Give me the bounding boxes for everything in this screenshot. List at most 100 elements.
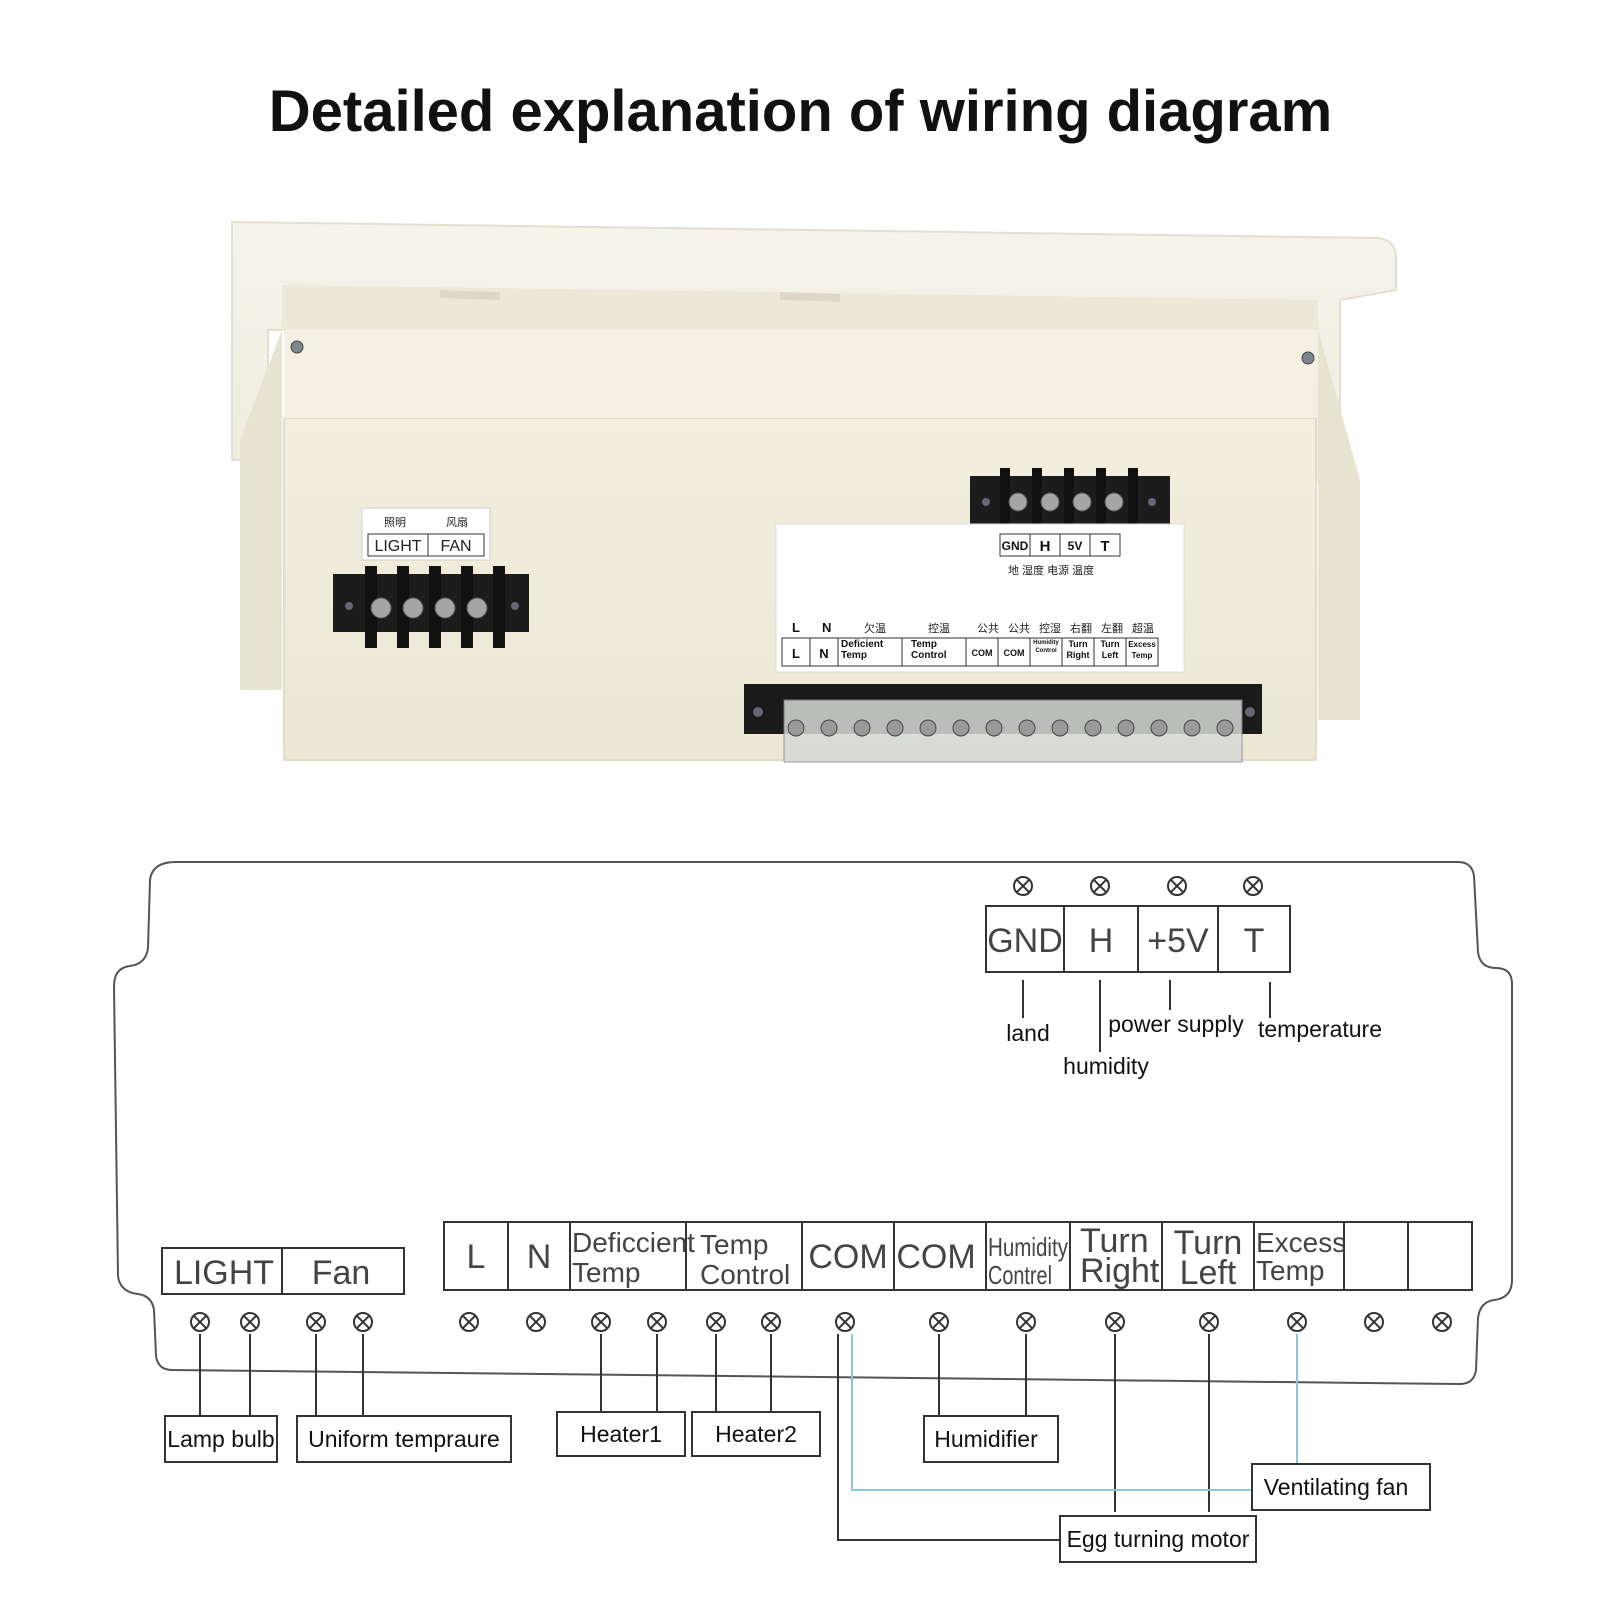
device-uniform-temperature: Uniform tempraure [308, 1426, 500, 1452]
sensor-terminal-3 [1243, 876, 1263, 896]
main-label-humidity-1: Humidity [988, 1232, 1068, 1262]
photo-cn-0: 欠温 [864, 621, 886, 635]
terminal-2 [306, 1312, 326, 1332]
device-heater2: Heater2 [715, 1421, 797, 1447]
photo-screw-2 [853, 719, 871, 737]
housing-top [282, 285, 1318, 330]
terminal-1 [240, 1312, 260, 1332]
terminal-3 [353, 1312, 373, 1332]
bottom-terminal-markers [190, 1312, 1452, 1332]
sensor-terminal-markers [1013, 876, 1263, 896]
terminal-16 [1364, 1312, 1384, 1332]
photo-screw-0 [787, 719, 805, 737]
terminal-0 [190, 1312, 210, 1332]
photo-screw-4 [919, 719, 937, 737]
terminal-11 [929, 1312, 949, 1332]
photo-sensor-terminal-block [970, 468, 1170, 538]
terminal-15 [1287, 1312, 1307, 1332]
sensor-terminal-2 [1167, 876, 1187, 896]
photo-letter-n: N [822, 620, 831, 635]
sensor-terminal-table [985, 905, 1291, 973]
main-label-tempcontrol-2: Control [700, 1259, 790, 1290]
sensor-t-label: T [1244, 922, 1265, 960]
main-label-turnright-1: Turn [1080, 1222, 1149, 1260]
photo-screw-6 [985, 719, 1003, 737]
photo-cell-com2: COM [1004, 648, 1025, 658]
photo-screw-9 [1084, 719, 1102, 737]
photo-screw-13 [1216, 719, 1234, 737]
plate-screw-left [290, 340, 304, 354]
photo-cell-temp-control: Temp Control [911, 639, 947, 661]
photo-cn-3: 公共 [1008, 622, 1030, 635]
sensor-terminal-0 [1013, 876, 1033, 896]
photo-5v: 5V [1068, 539, 1083, 553]
terminal-8 [706, 1312, 726, 1332]
photo-cn-2: 公共 [977, 622, 999, 635]
terminal-9 [761, 1312, 781, 1332]
terminal-7 [647, 1312, 667, 1332]
main-label-deficcient-2: Temp [572, 1257, 640, 1288]
photo-light-text: LIGHT [374, 538, 421, 555]
photo-cell-turn-left: Turn Left [1100, 639, 1120, 660]
housing-outline [112, 861, 1513, 1386]
main-label-tempcontrol-1: Temp [700, 1229, 768, 1260]
photo-wiring-sticker [775, 523, 1185, 673]
photo-screw-12 [1183, 719, 1201, 737]
photo-cn-6: 左翻 [1101, 621, 1123, 635]
terminal-4 [459, 1312, 479, 1332]
main-label-excess-2: Temp [1256, 1255, 1324, 1286]
photo-screw-7 [1018, 719, 1036, 737]
photo-cell-deficient: Deficient Temp [841, 639, 884, 661]
photo-cn-fan: 风扇 [446, 515, 468, 529]
photo-screw-8 [1051, 719, 1069, 737]
photo-cn-4: 控湿 [1039, 621, 1061, 635]
annotation-power-supply: power supply [1108, 1011, 1244, 1037]
photo-screw-10 [1117, 719, 1135, 737]
main-label-turnleft-2: Left [1180, 1254, 1237, 1292]
photo-gnd: GND [1002, 539, 1029, 553]
photo-main-label-cells [781, 637, 1159, 667]
sensor-h-label: H [1089, 922, 1114, 960]
photo-cell-turn-right: Turn Right [1066, 639, 1090, 660]
photo-cell-com1: COM [972, 648, 993, 658]
plate-screw-right [1301, 351, 1315, 365]
annotation-humidity: humidity [1063, 1053, 1149, 1079]
wires [199, 1334, 1210, 1541]
device-humidifier: Humidifier [934, 1426, 1038, 1452]
photo-letter-l: L [792, 620, 800, 635]
terminal-5 [526, 1312, 546, 1332]
photo-cell-l: L [792, 646, 800, 661]
main-label-excess-1: Excess [1256, 1227, 1346, 1258]
terminal-14 [1199, 1312, 1219, 1332]
photo-cn-5: 右翻 [1070, 621, 1092, 635]
blue-wires [851, 1334, 1298, 1491]
photo-cell-excess-temp: Excess Temp [1128, 640, 1156, 660]
page-title: Detailed explanation of wiring diagram [268, 79, 1333, 144]
sensor-terminal-1 [1090, 876, 1110, 896]
main-label-l: L [467, 1238, 486, 1276]
main-terminal-table [443, 1221, 1473, 1291]
device-boxes [164, 1411, 1431, 1563]
terminal-12 [1016, 1312, 1036, 1332]
main-label-n: N [527, 1238, 552, 1276]
photo-screw-1 [820, 719, 838, 737]
photo-light-fan-terminal-block [333, 566, 529, 648]
annotation-land: land [1006, 1020, 1049, 1046]
sensor-5v-label: +5V [1147, 922, 1209, 960]
device-egg-turning-motor: Egg turning motor [1067, 1526, 1250, 1552]
photo-cn-1: 控温 [928, 621, 950, 635]
device-ventilating-fan: Ventilating fan [1264, 1474, 1409, 1500]
main-label-humidity-2: Contrel [988, 1260, 1052, 1290]
terminal-10 [835, 1312, 855, 1332]
photo-cn-light: 照明 [384, 516, 406, 529]
photo-fan-text: FAN [440, 538, 471, 555]
photo-h: H [1040, 538, 1051, 555]
photo-t: T [1100, 538, 1109, 555]
terminal-6 [591, 1312, 611, 1332]
photo-screw-11 [1150, 719, 1168, 737]
device-heater1: Heater1 [580, 1421, 662, 1447]
main-label-deficcient-1: Deficcient [572, 1227, 695, 1258]
terminal-17 [1432, 1312, 1452, 1332]
